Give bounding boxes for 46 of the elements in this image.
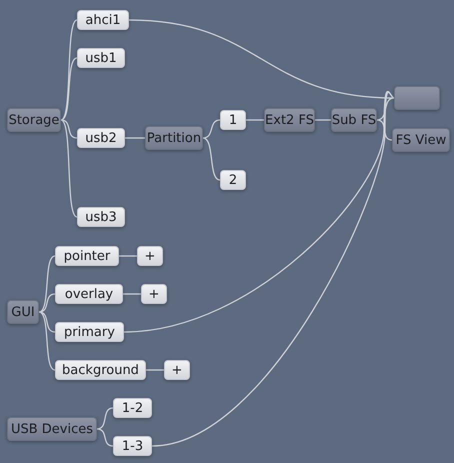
component-node: overlay bbox=[55, 284, 123, 304]
component-node: 1-2 bbox=[113, 398, 152, 418]
component-node: pointer bbox=[55, 246, 119, 266]
connector-line bbox=[125, 137, 145, 139]
component-node: Storage bbox=[7, 108, 61, 132]
connector-line bbox=[60, 119, 78, 139]
component-node: ahci1 bbox=[77, 10, 129, 30]
component-node: usb1 bbox=[77, 48, 125, 68]
connector-line bbox=[60, 57, 78, 121]
connector-line bbox=[152, 92, 394, 447]
component-node: Ext2 FS bbox=[264, 108, 315, 132]
connector-line bbox=[124, 91, 394, 333]
component-node: usb2 bbox=[77, 128, 125, 148]
connector-line bbox=[376, 119, 392, 141]
connector-line bbox=[119, 255, 137, 257]
connector-line bbox=[38, 293, 56, 313]
component-node: 1 bbox=[220, 110, 246, 130]
connector-line bbox=[202, 119, 220, 139]
connector-line bbox=[96, 407, 114, 430]
component-node: + bbox=[141, 284, 167, 304]
connector-line bbox=[38, 255, 56, 313]
component-node: usb3 bbox=[77, 207, 125, 227]
connector-line bbox=[96, 428, 114, 447]
component-node: Partition bbox=[145, 126, 203, 150]
empty-node bbox=[394, 86, 440, 110]
component-node: 2 bbox=[220, 170, 246, 190]
connector-line bbox=[60, 20, 78, 120]
component-node: USB Devices bbox=[7, 417, 97, 441]
connector-line bbox=[38, 311, 56, 333]
connector-line bbox=[128, 19, 394, 99]
connector-line bbox=[60, 120, 78, 218]
component-node: GUI bbox=[7, 300, 39, 324]
component-node: 1-3 bbox=[113, 436, 152, 456]
component-node: primary bbox=[55, 322, 124, 342]
component-node: + bbox=[164, 360, 190, 380]
connector-line bbox=[38, 311, 56, 371]
component-node: + bbox=[137, 246, 163, 266]
connector-line bbox=[376, 97, 394, 121]
component-node: Sub FS bbox=[331, 108, 377, 132]
connector-line bbox=[146, 369, 164, 371]
connector-line bbox=[202, 137, 220, 181]
connector-line bbox=[315, 119, 331, 121]
component-node: FS View bbox=[392, 128, 450, 152]
component-node: background bbox=[55, 360, 146, 380]
connector-line bbox=[246, 119, 264, 121]
connector-line bbox=[123, 293, 141, 295]
